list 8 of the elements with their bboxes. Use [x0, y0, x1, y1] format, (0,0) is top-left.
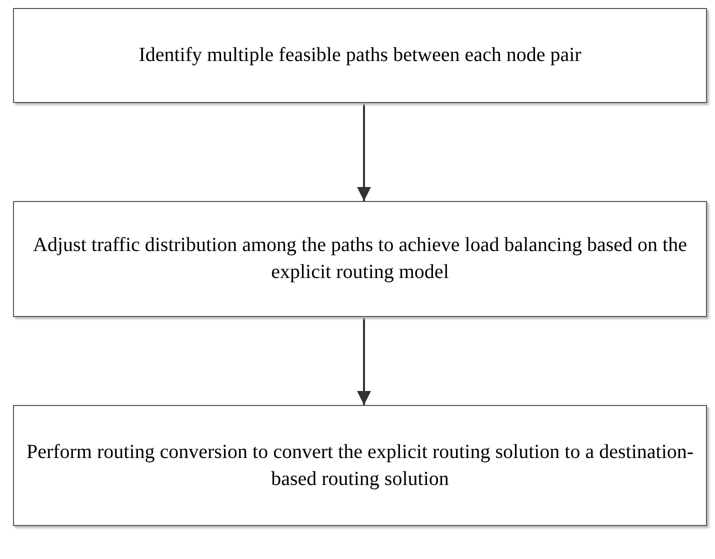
step-text: Perform routing conversion to convert the explicit routing solution to a destination-based routing solution — [25, 440, 695, 492]
arrow — [357, 103, 371, 201]
arrow — [357, 317, 371, 405]
process-box — [13, 405, 707, 526]
process-box — [13, 8, 707, 103]
step-text: Adjust traffic distribution among the paths to achieve load balancing based on the explicit routing model — [32, 233, 688, 285]
step-text: Identify multiple feasible paths between each node pair — [138, 43, 582, 68]
process-box — [13, 201, 707, 317]
